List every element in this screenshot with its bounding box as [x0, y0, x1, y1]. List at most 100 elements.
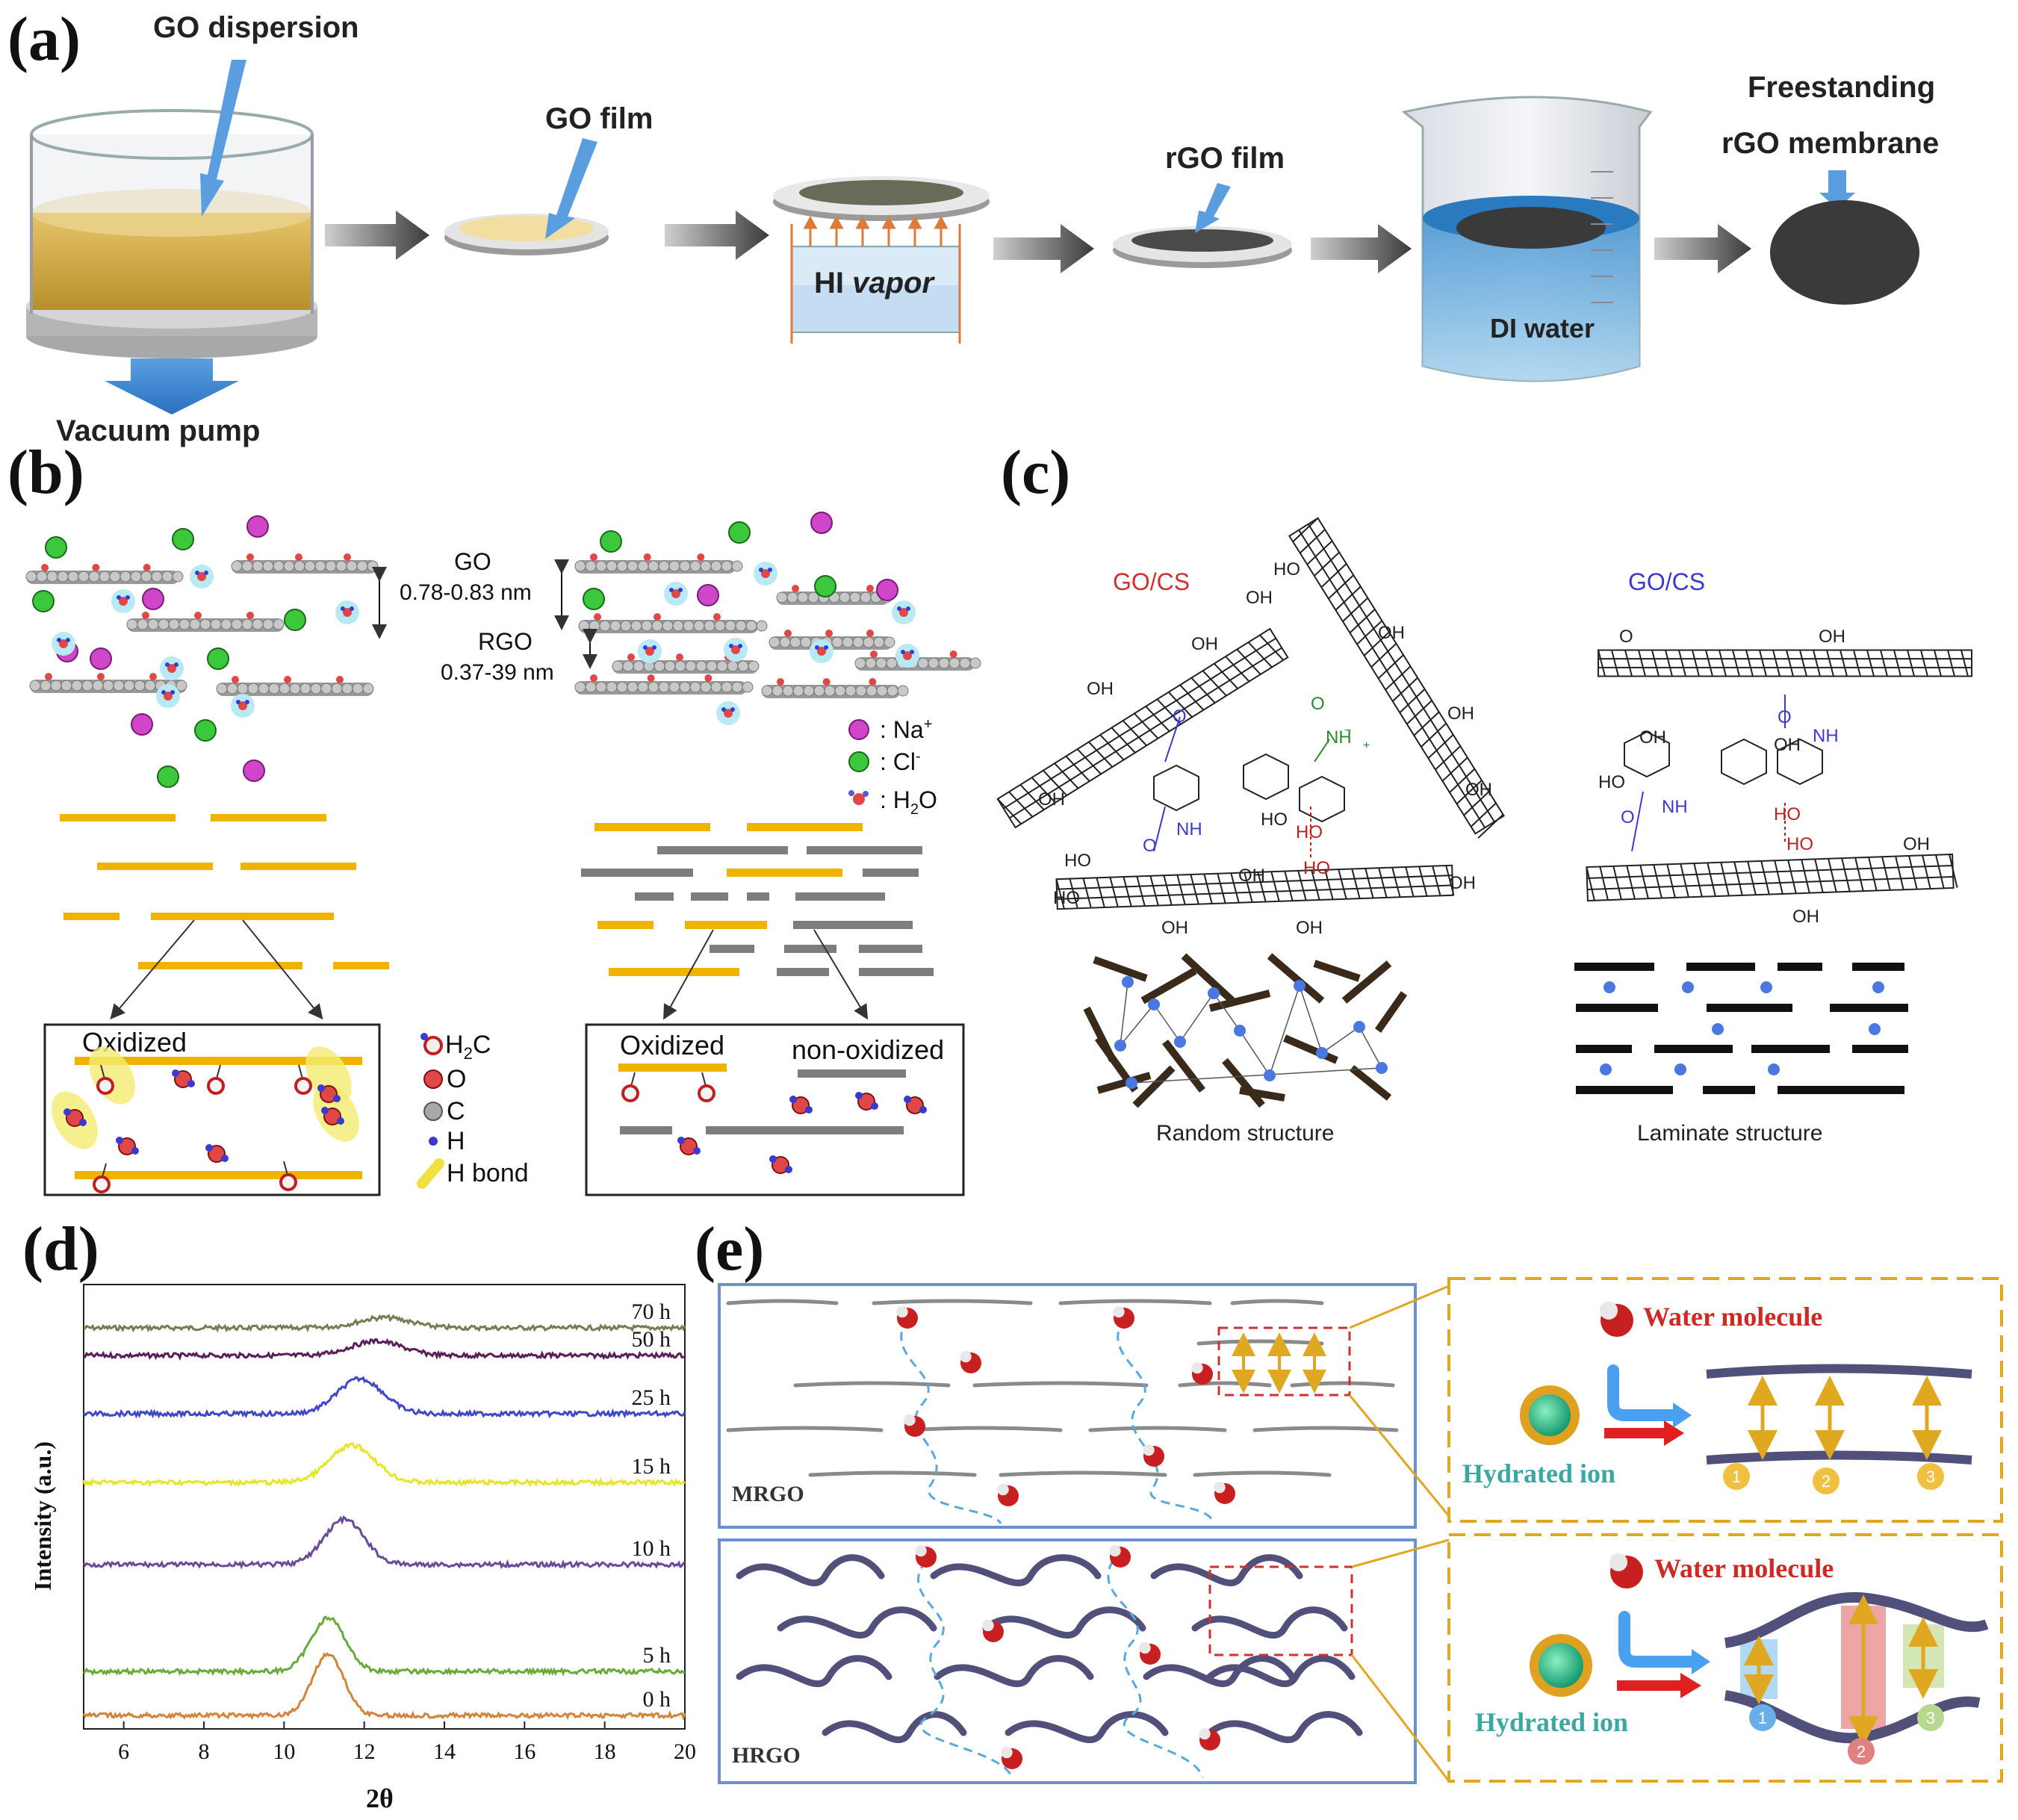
step-arrow-5 — [1654, 224, 1751, 273]
go-spacing-value: 0.78-0.83 nm — [400, 580, 532, 605]
svg-text:: Cl-: : Cl- — [880, 748, 921, 775]
chem-label: OH — [1238, 866, 1265, 886]
water-molecule — [66, 1109, 84, 1127]
charge-sup: + — [1363, 739, 1370, 752]
position-marker — [1749, 1704, 1776, 1731]
ion-flow-arrow — [1617, 1680, 1680, 1691]
hrgo-sheets — [736, 1544, 1363, 1778]
svg-text:: Na+: : Na+ — [880, 716, 932, 743]
graphene-layers — [25, 512, 981, 788]
sodium-ion — [90, 647, 112, 670]
chem-label: OH — [1774, 735, 1801, 755]
mrgo-sheet — [1088, 1426, 1227, 1432]
water-molecule — [118, 1137, 136, 1155]
go-sheet — [1598, 649, 1972, 677]
mrgo-zoom-region — [1217, 1326, 1351, 1397]
water-molecule — [323, 1108, 341, 1125]
legend-h2o-end: O — [919, 786, 937, 813]
chem-label: O — [1619, 627, 1633, 647]
chem-label: NH — [1662, 797, 1688, 817]
sheet-rod — [1374, 991, 1408, 1033]
key-o: O — [447, 1065, 466, 1093]
chem-label: NH — [1326, 727, 1352, 748]
key-h2c-end: C — [473, 1031, 491, 1059]
hydroxyl-group — [279, 1173, 297, 1191]
legend-h2o-sub: 2 — [910, 801, 919, 818]
water-path — [900, 1317, 1002, 1524]
rgo-membrane-disk — [1770, 200, 1919, 305]
hydrated-ion-bottom: Hydrated ion — [1475, 1707, 1628, 1737]
hrgo-zoom-region — [1208, 1565, 1353, 1656]
laminate-sheet — [1751, 1045, 1830, 1053]
hydroxyl-group — [698, 1084, 715, 1102]
series-label: 50 h — [632, 1327, 671, 1352]
xrd-curve — [82, 1515, 686, 1570]
hrgo-sheet — [1143, 1655, 1296, 1688]
graphene-sheet — [574, 674, 754, 695]
di-water-beaker: DI water — [1401, 96, 1653, 382]
x-tick-label: 14 — [433, 1739, 456, 1764]
hi-vapor-setup: HI vapor — [773, 176, 990, 344]
mrgo-sheet — [793, 1381, 951, 1388]
crosslink-node — [1712, 1023, 1724, 1035]
crosslink-node — [1126, 1077, 1137, 1089]
sheet-rod — [1341, 960, 1392, 1004]
mrgo-sheet — [972, 1381, 1149, 1388]
water-path — [1117, 1317, 1215, 1524]
hrgo-sheet — [930, 1554, 1102, 1587]
chem-label: O — [1173, 706, 1187, 727]
xrd-curve — [82, 1652, 686, 1721]
chem-label: HO — [1598, 772, 1625, 792]
crosslink-node — [1316, 1047, 1328, 1059]
chloride-ion — [45, 536, 67, 559]
go-film-label: GO film — [545, 102, 653, 135]
water-molecule — [208, 1145, 226, 1163]
random-structure — [1083, 953, 1408, 1108]
svg-text:: H2O: : H2O — [880, 786, 937, 818]
xrd-curve — [82, 1615, 686, 1677]
xrd-curve — [82, 1376, 686, 1419]
position-number: 2 — [1822, 1472, 1831, 1491]
xrd-plot-frame — [83, 1284, 686, 1730]
non-oxidized-label: non-oxidized — [792, 1034, 944, 1065]
hrgo-sheet — [822, 1711, 967, 1744]
chem-label: O — [1311, 694, 1325, 714]
graphene-sheet — [578, 613, 768, 633]
oxidized-right-label: Oxidized — [620, 1030, 724, 1060]
chem-label: HO — [1786, 834, 1813, 854]
step-arrow-3 — [993, 224, 1094, 273]
crosslink-node — [1376, 1062, 1388, 1074]
go-sheet — [1586, 853, 1958, 902]
sodium-ion — [243, 760, 265, 782]
water-molecule — [320, 1085, 338, 1103]
mrgo-sheets — [726, 1299, 1399, 1524]
chem-label: OH — [1038, 789, 1065, 810]
position-number: 1 — [1732, 1468, 1741, 1486]
chem-label: OH — [1639, 727, 1666, 748]
sheet-rod — [1140, 967, 1197, 1004]
chem-label: OH — [1246, 588, 1273, 608]
chloride-ion — [583, 588, 605, 610]
chem-label: O — [1143, 836, 1157, 856]
hrgo-sheet — [1206, 1655, 1356, 1688]
x-tick-label: 12 — [353, 1739, 376, 1764]
chem-label: HO — [1296, 822, 1323, 842]
chem-label: OH — [1447, 704, 1474, 724]
crosslink-node — [1208, 987, 1220, 999]
mrgo-sheet — [872, 1299, 1033, 1305]
crosslink-node — [1603, 981, 1615, 993]
panel-b-label: (b) — [7, 438, 84, 507]
step-arrow-1 — [325, 211, 429, 260]
detail-sheet — [1706, 1450, 1972, 1465]
sheet-rod — [1162, 1039, 1205, 1093]
crosslink-node — [1869, 1023, 1881, 1035]
chem-label: HO — [1303, 858, 1330, 878]
panel-c: (c) GO/CS GO/CS HOOHOHOHOHONHOHOHOHONHOH… — [996, 438, 1972, 1146]
chem-label: OH — [1819, 627, 1845, 647]
laminate-sheet — [1852, 963, 1904, 971]
crosslink-node — [1760, 981, 1772, 993]
hydroxyl-group — [93, 1175, 111, 1193]
sodium-ion — [876, 579, 898, 601]
sheet-rod — [1181, 953, 1235, 1004]
